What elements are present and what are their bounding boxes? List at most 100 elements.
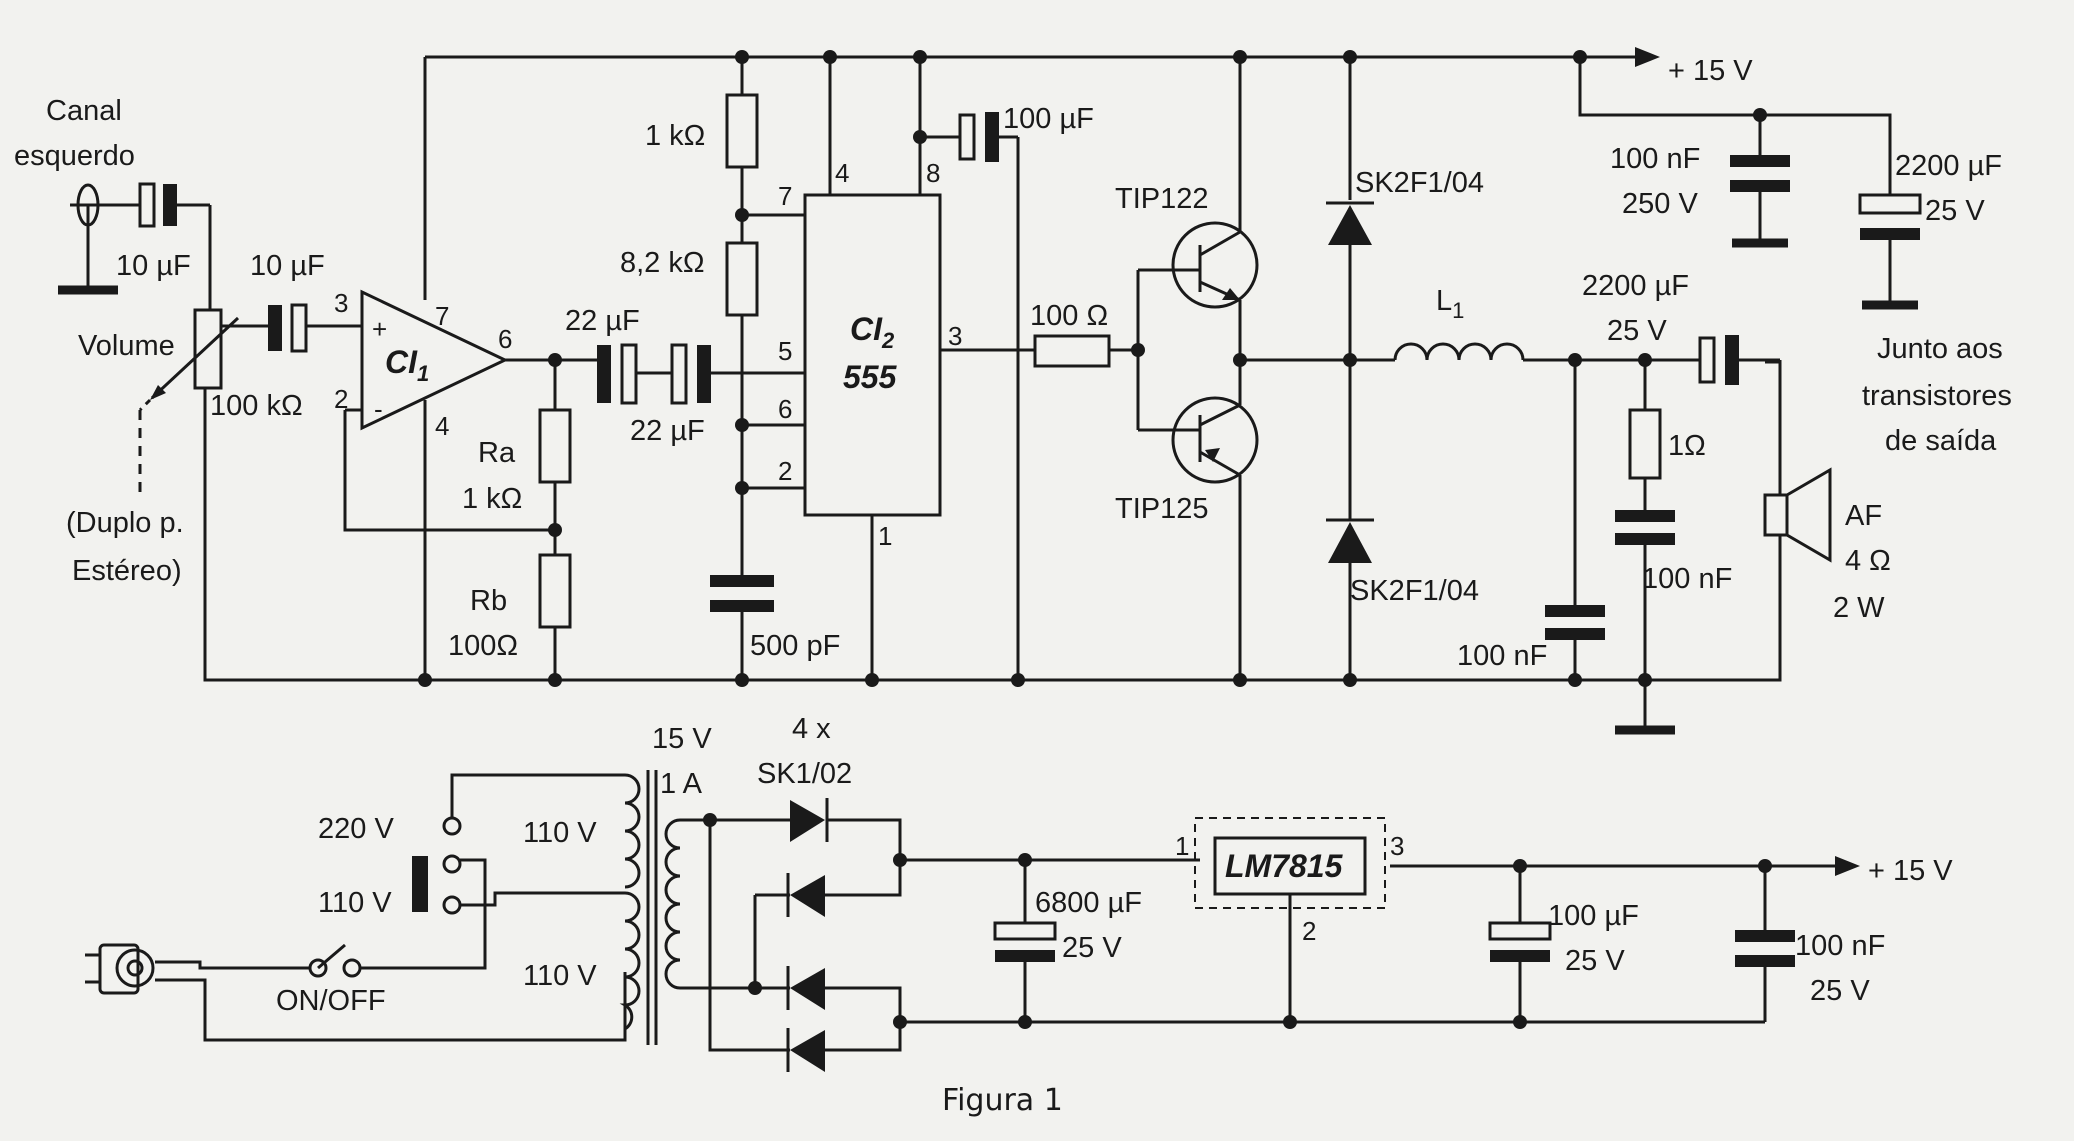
label-c100n-a: 100 nF: [1642, 563, 1732, 595]
label-ra-val: 1 kΩ: [462, 483, 522, 515]
label-volume: Volume: [78, 330, 175, 362]
resistor-ra: [538, 360, 572, 555]
label-esquerdo: esquerdo: [14, 140, 135, 172]
label-regulator: LM7815: [1225, 848, 1344, 884]
label-r100: 100 Ω: [1030, 300, 1108, 332]
ground-rail: [203, 360, 1782, 682]
label-sk-top: SK2F1/04: [1355, 167, 1484, 199]
label-rb-val: 100Ω: [448, 630, 518, 662]
capacitor-100nf-filter: [1545, 360, 1605, 680]
filter-capacitor-6800uf: [993, 860, 1057, 1022]
label-canal: Canal: [46, 95, 122, 127]
pin-555-2: 2: [778, 456, 792, 486]
regulator-lm7815: [1194, 817, 1386, 1022]
speaker-icon: [1763, 360, 1832, 563]
label-r1ohm: 1Ω: [1668, 430, 1706, 462]
junction-dots: [418, 50, 1767, 687]
label-tr-a: 1 A: [660, 768, 703, 800]
transistor-tip122: [1138, 57, 1259, 360]
pin-opamp-7: 7: [435, 301, 449, 331]
pin-reg-2: 2: [1302, 916, 1316, 946]
pin-555-5: 5: [778, 336, 792, 366]
pin-555-3: 3: [948, 321, 962, 351]
label-v220: 220 V: [318, 813, 394, 845]
label-estereo: Estéreo): [72, 555, 182, 587]
bridge-rectifier: [708, 798, 902, 1072]
label-speaker-w: 2 W: [1833, 592, 1885, 624]
transistor-tip125: [1138, 360, 1259, 680]
label-c2200-out: 2200 µF: [1582, 270, 1689, 302]
label-c100n-c-v: 25 V: [1810, 975, 1870, 1007]
transformer: [619, 770, 755, 1045]
label-speaker-ohm: 4 Ω: [1845, 545, 1891, 577]
capacitor-100uf-reg: [1488, 866, 1552, 1022]
label-ra: Ra: [478, 437, 516, 469]
label-c100u-b-v: 25 V: [1565, 945, 1625, 977]
pin-opamp-2: 2: [334, 384, 348, 414]
coupling-capacitor-10uf: [221, 303, 362, 353]
label-tr-v: 15 V: [652, 723, 712, 755]
supply-decoupling: [1578, 57, 1922, 310]
label-c100n-250-v: 250 V: [1622, 188, 1698, 220]
label-tip122: TIP122: [1115, 183, 1209, 215]
label-c2200-out-v: 25 V: [1607, 315, 1667, 347]
top-supply-rail: [423, 47, 1660, 300]
pin-opamp-4: 4: [435, 411, 449, 441]
capacitors-22uf-pair: [555, 343, 805, 405]
label-c22a: 22 µF: [565, 305, 640, 337]
mains-plug-icon: [85, 943, 627, 1042]
pin-reg-3: 3: [1390, 831, 1404, 861]
pin-opamp-6: 6: [498, 324, 512, 354]
opamp-ci1: [343, 289, 555, 680]
pin-555-6: 6: [778, 394, 792, 424]
label-c2200-sup-v: 25 V: [1925, 195, 1985, 227]
label-winding-110b: 110 V: [523, 960, 597, 992]
figure-caption: Figura 1: [942, 1083, 1063, 1118]
label-junto1: Junto aos: [1877, 333, 2003, 365]
label-v15-top: + 15 V: [1668, 55, 1753, 87]
zobel-network: [1615, 360, 1675, 735]
resistor-rb: [538, 553, 572, 680]
pin-555-1: 1: [878, 521, 892, 551]
timer-ci2-555: [803, 57, 1035, 680]
input-capacitor-10uf: [138, 182, 212, 310]
opamp-minus: -: [374, 394, 383, 424]
label-c2200-sup: 2200 µF: [1895, 150, 2002, 182]
onoff-switch[interactable]: [308, 858, 487, 978]
supply-junction-dots: [703, 813, 1772, 1029]
label-c-in: 10 µF: [116, 250, 191, 282]
inductor-l1: [1393, 342, 1700, 362]
label-tip125: TIP125: [1115, 493, 1209, 525]
volume-potentiometer: [138, 308, 240, 500]
opamp-plus: +: [372, 314, 387, 344]
resistor-100ohm: [1033, 270, 1140, 430]
voltage-selector-switch[interactable]: [412, 773, 625, 915]
label-c100n-250: 100 nF: [1610, 143, 1700, 175]
label-v15-bot: + 15 V: [1868, 855, 1953, 887]
pin-555-7: 7: [778, 181, 792, 211]
input-jack: [58, 183, 140, 295]
label-c100u: 100 µF: [1003, 103, 1094, 135]
pin-opamp-3: 3: [334, 288, 348, 318]
label-r1k: 1 kΩ: [645, 120, 705, 152]
label-r82k: 8,2 kΩ: [620, 247, 705, 279]
label-c100n-b: 100 nF: [1457, 640, 1547, 672]
label-speaker: AF: [1845, 500, 1882, 532]
label-c500: 500 pF: [750, 630, 840, 662]
capacitor-100nf-reg: [1735, 866, 1795, 1022]
label-ci1: CI1: [385, 344, 429, 386]
label-onoff: ON/OFF: [276, 985, 386, 1017]
label-winding-110a: 110 V: [523, 817, 597, 849]
label-junto2: transistores: [1862, 380, 2012, 412]
pin-555-8: 8: [926, 158, 940, 188]
output-capacitor-2200uf: [1698, 335, 1780, 385]
label-c6800: 6800 µF: [1035, 887, 1142, 919]
label-c22b: 22 µF: [630, 415, 705, 447]
label-junto3: de saída: [1885, 425, 1997, 457]
label-v110: 110 V: [318, 887, 392, 919]
label-diodes-n: 4 x: [792, 713, 831, 745]
label-l1: L1: [1436, 285, 1464, 323]
label-ci2-555: 555: [843, 359, 898, 395]
label-sk-bot: SK2F1/04: [1350, 575, 1479, 607]
label-c100n-c: 100 nF: [1795, 930, 1885, 962]
